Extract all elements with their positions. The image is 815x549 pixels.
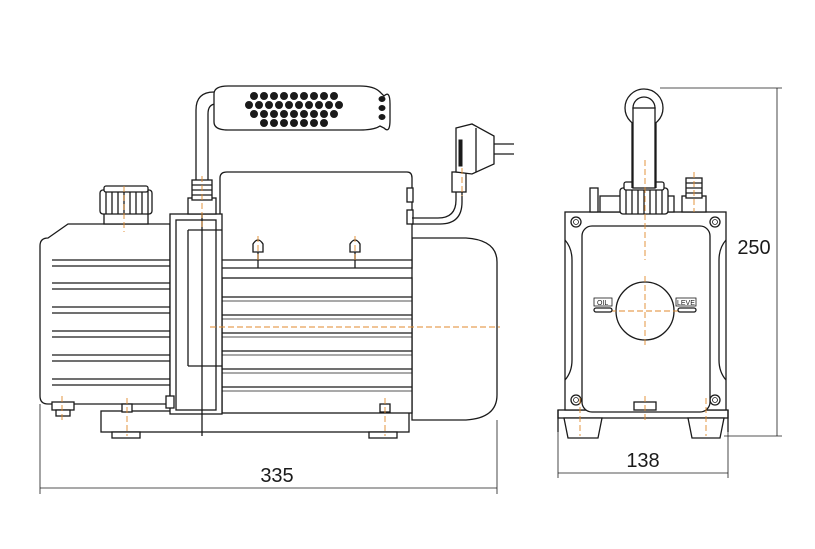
- width-dimension: 138: [557, 432, 729, 478]
- inlet-cap: [99, 185, 153, 225]
- side-foot-left: [111, 431, 141, 439]
- height-dimension: 250: [660, 87, 782, 437]
- grip-texture: [245, 92, 386, 127]
- power-cord-plug: [412, 123, 514, 225]
- side-view: [39, 85, 514, 439]
- motor-body: [221, 277, 413, 414]
- side-base-plate: [100, 410, 410, 433]
- length-dimension: 335: [39, 404, 498, 494]
- front-view: OIL LEVE: [557, 88, 729, 439]
- pump-foot-bolt: [51, 401, 75, 411]
- motor-cooling-fins: [222, 296, 412, 392]
- flange-plate: [169, 213, 223, 415]
- pump-housing: [39, 223, 171, 405]
- front-handle: [624, 88, 664, 189]
- level-label: LEVE: [677, 300, 695, 307]
- handle-grip: [213, 85, 391, 131]
- pump-housing-fins: [52, 259, 170, 386]
- switch-box: [219, 171, 413, 269]
- motor-end-cap: [411, 237, 498, 421]
- width-value: 138: [626, 450, 659, 472]
- height-value: 250: [737, 237, 770, 259]
- length-value: 335: [260, 465, 293, 487]
- side-foot-right: [368, 431, 398, 439]
- oil-label: OIL: [597, 300, 608, 307]
- carry-handle: [195, 85, 391, 180]
